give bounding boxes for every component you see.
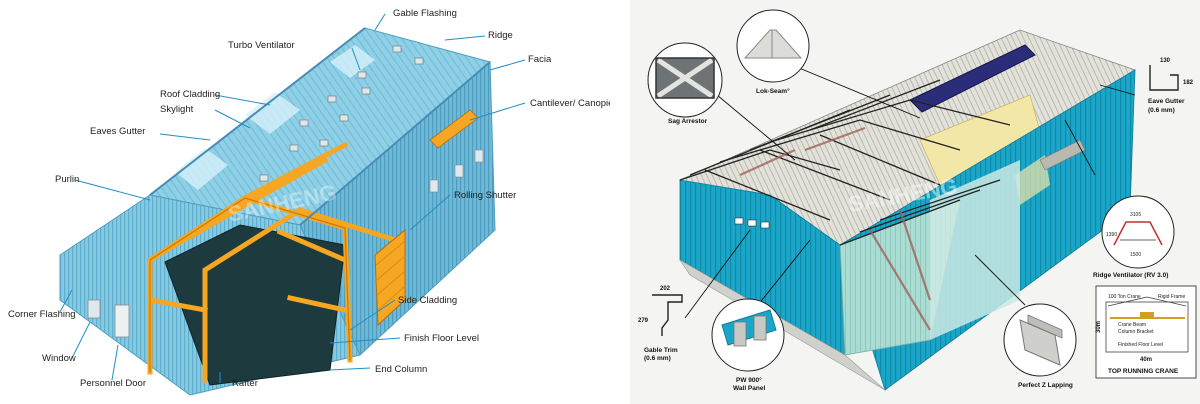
window — [474, 149, 484, 163]
window — [454, 164, 464, 178]
ridge-ventilator-detail: 3105 1390 1500 Ridge Ventilator (RV 3.0) — [1093, 195, 1175, 279]
label-gable-flashing: Gable Flashing — [393, 8, 457, 19]
skylight-strip — [330, 45, 375, 78]
label-pw-wall-panel-line2: Wall Panel — [733, 385, 765, 392]
label-turbo-ventilator: Turbo Ventilator — [228, 40, 295, 51]
label-cantilever-canopies: Cantilever/ Canopies — [530, 98, 610, 109]
eaves-gutter — [149, 27, 366, 196]
left-building-svg: SANHENG Gable Flashing Turbo Ventilator … — [8, 8, 610, 396]
crane-label-finished-floor: Finished Floor Level — [1118, 342, 1163, 348]
rolling-shutter — [374, 228, 406, 327]
label-side-cladding: Side Cladding — [398, 295, 457, 306]
dim-crane-span: 40m — [1140, 357, 1152, 363]
label-eave-gutter: Eave Gutter — [1148, 98, 1185, 105]
label-gable-trim-thickness: (0.6 mm) — [644, 355, 671, 362]
window — [734, 217, 744, 225]
dim-ridge-vent-side: 1390 — [1106, 232, 1117, 238]
gable-trim-detail: 202 279 Gable Trim (0.6 mm) — [638, 286, 683, 362]
label-personnel-door: Personnel Door — [80, 378, 146, 389]
top-running-crane-detail: 100 Ton Crane Rigid Frame Crane Beam Col… — [1095, 285, 1197, 379]
crane-label-rigid-frame: Rigid Frame — [1158, 294, 1185, 300]
skylight-strip — [245, 92, 300, 134]
right-building-svg: SANHENG Sag Arrestor Lok-Seam° 130 182 E… — [638, 9, 1197, 392]
dim-ridge-vent-top: 3105 — [1130, 212, 1141, 218]
dim-eave-gutter-w: 130 — [1160, 58, 1171, 64]
label-perfect-z-lapping: Perfect Z Lapping — [1018, 382, 1073, 389]
window — [747, 219, 757, 227]
dim-gable-trim-w: 202 — [660, 286, 671, 292]
label-ridge-ventilator: Ridge Ventilator (RV 3.0) — [1093, 272, 1168, 279]
label-pw-wall-panel-line1: PW 900° — [736, 376, 762, 384]
canopy — [1039, 139, 1086, 171]
eave-gutter-detail: 130 182 Eave Gutter (0.6 mm) — [1148, 58, 1194, 114]
label-eaves-gutter: Eaves Gutter — [90, 126, 145, 137]
label-top-running-crane: TOP RUNNING CRANE — [1108, 368, 1179, 375]
ridge-ventilator-tube — [909, 44, 1036, 113]
label-window: Window — [42, 353, 76, 364]
label-finish-floor-level: Finish Floor Level — [404, 333, 479, 344]
label-sag-arrestor: Sag Arrestor — [668, 118, 708, 125]
label-ridge: Ridge — [488, 30, 513, 41]
label-corner-flashing: Corner Flashing — [8, 309, 76, 320]
sag-arrestor-detail: Sag Arrestor — [647, 42, 723, 125]
label-eave-gutter-thickness: (0.6 mm) — [1148, 107, 1175, 114]
window — [87, 299, 101, 319]
crane-label-column-bracket: Column Bracket — [1118, 329, 1154, 335]
label-gable-trim: Gable Trim — [644, 347, 678, 354]
left-building-diagram: SANHENG Gable Flashing Turbo Ventilator … — [8, 8, 610, 396]
window — [760, 221, 770, 229]
dim-ridge-vent-bottom: 1500 — [1130, 252, 1141, 258]
pw-wall-panel-detail: PW 900° Wall Panel — [711, 298, 785, 392]
dim-eave-gutter-h: 182 — [1183, 80, 1194, 86]
skylight-strip — [175, 148, 228, 190]
perfect-z-lapping-detail: Perfect Z Lapping — [1003, 303, 1077, 389]
right-building-diagram: SANHENG Sag Arrestor Lok-Seam° 130 182 E… — [630, 0, 1200, 404]
dim-gable-trim-h: 279 — [638, 318, 649, 324]
crane-label-crane-beam: Crane Beam — [1118, 322, 1146, 328]
label-end-column: End Column — [375, 364, 427, 375]
label-skylight: Skylight — [160, 104, 194, 115]
structural-frame — [679, 79, 1011, 246]
window — [429, 179, 439, 193]
label-lok-seam: Lok-Seam° — [756, 87, 790, 95]
personnel-door — [114, 304, 130, 338]
turbo-ventilators — [259, 45, 424, 182]
label-facia: Facia — [528, 54, 552, 65]
label-purlin: Purlin — [55, 174, 79, 185]
label-roof-cladding: Roof Cladding — [160, 89, 220, 100]
label-rafter: Rafter — [232, 378, 258, 389]
lok-seam-detail: Lok-Seam° — [736, 9, 810, 95]
crane-label-ton-crane: 100 Ton Crane — [1108, 294, 1141, 300]
label-rolling-shutter: Rolling Shutter — [454, 190, 516, 201]
dim-crane-height: 30m — [1096, 321, 1102, 333]
